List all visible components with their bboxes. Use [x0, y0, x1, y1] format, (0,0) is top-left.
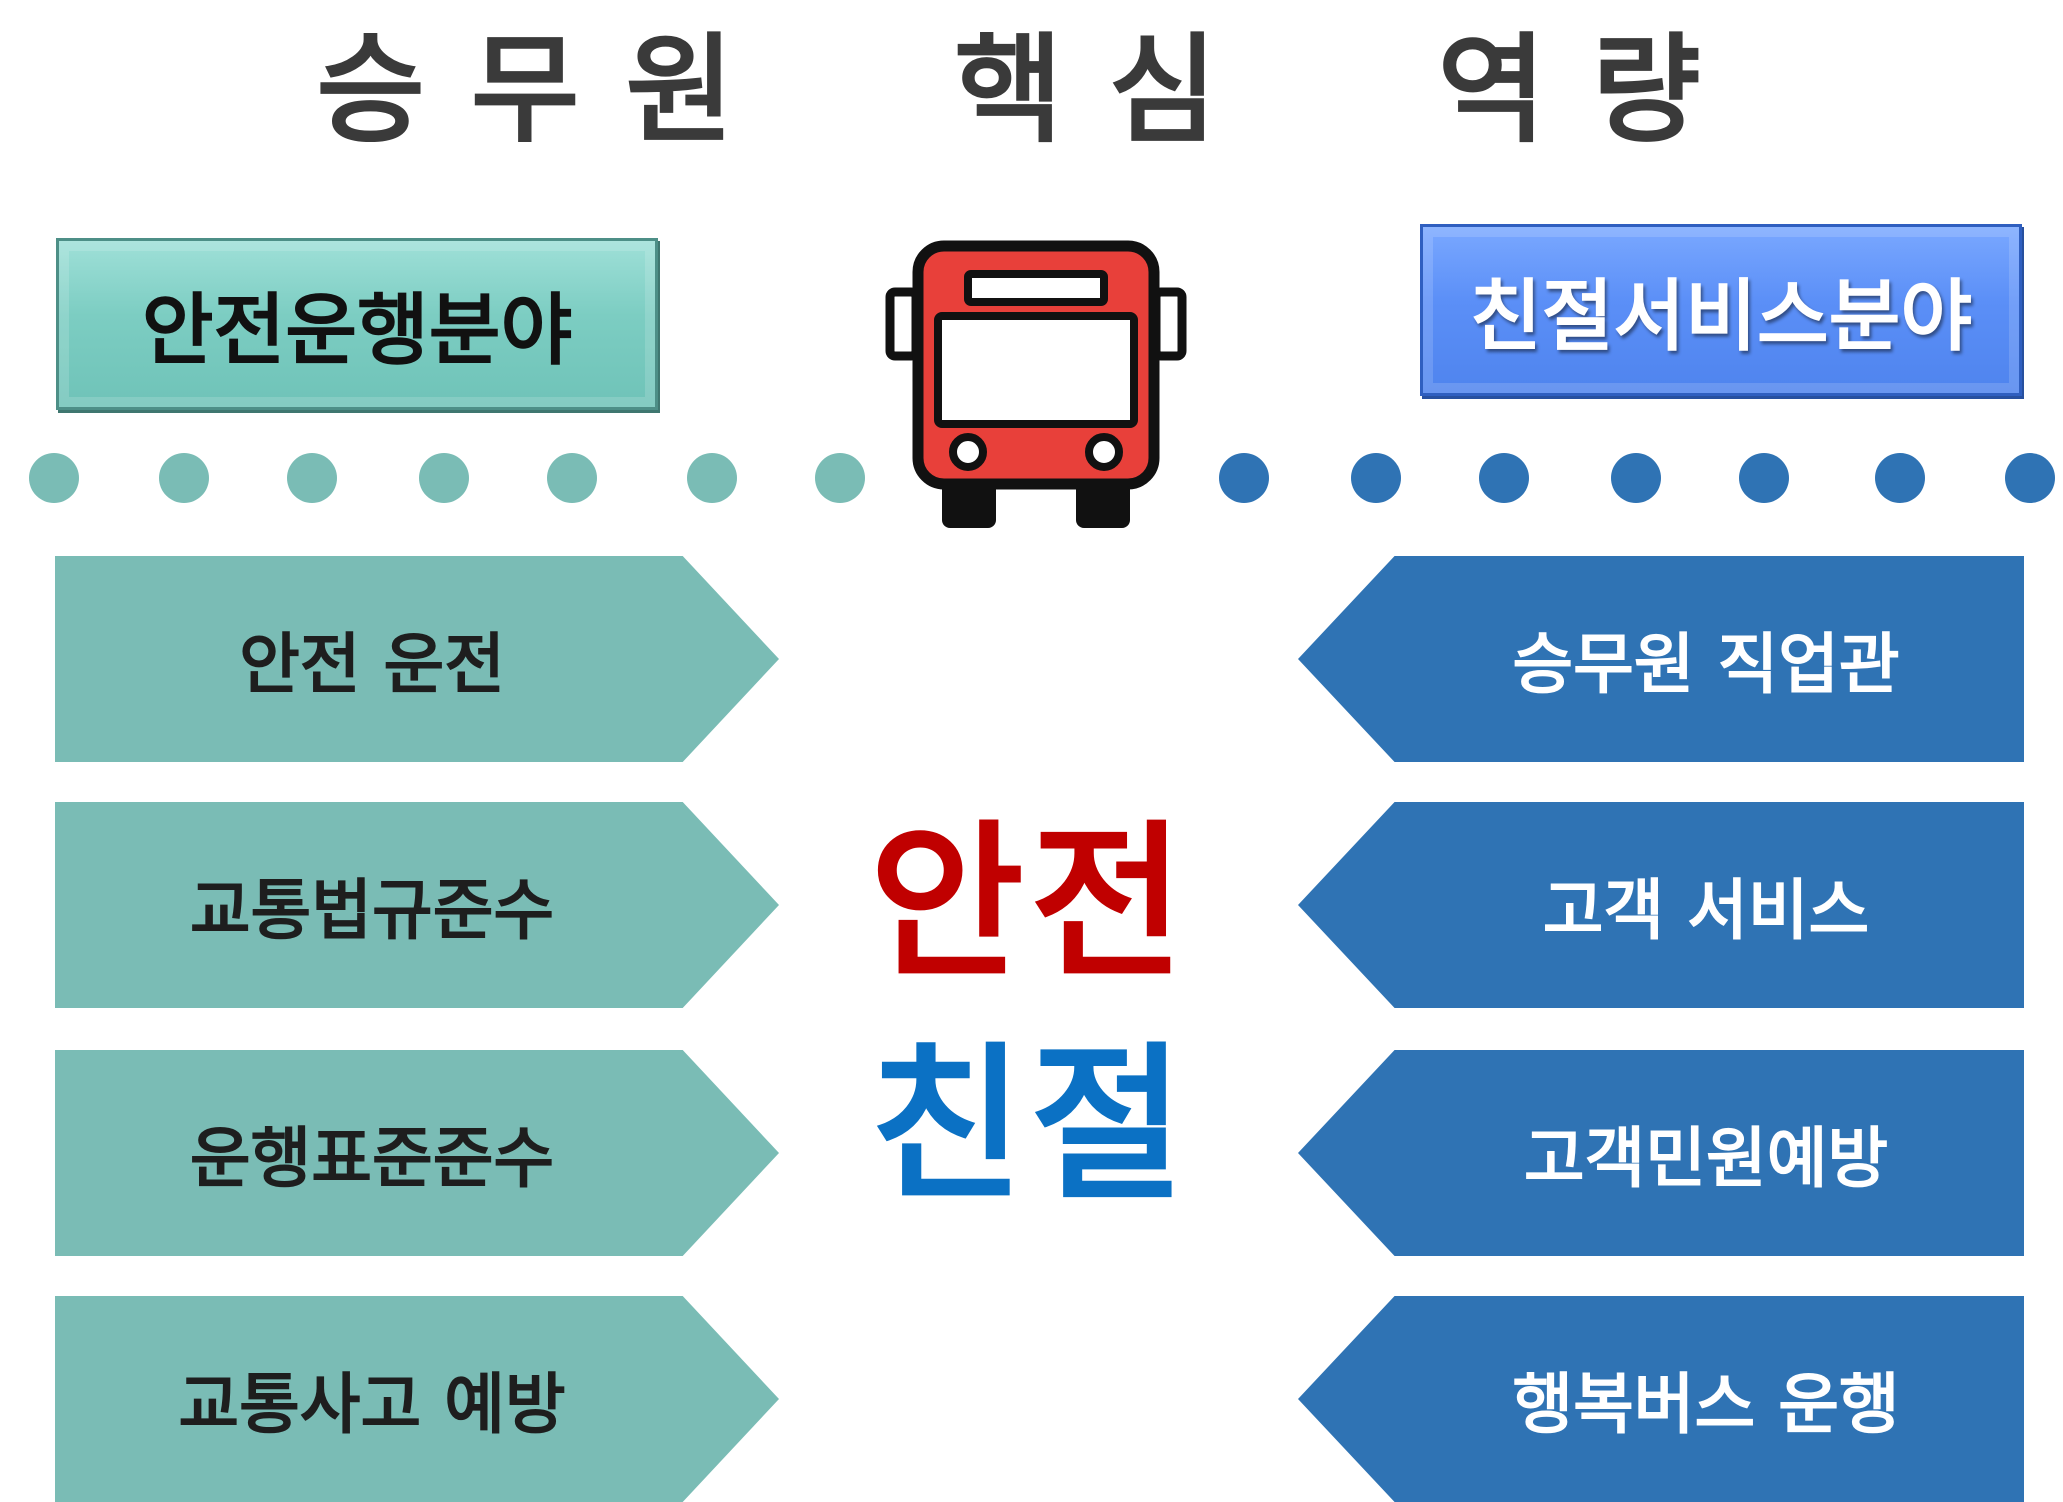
safety-item-label: 교통법규준수	[189, 872, 555, 949]
dot	[1875, 453, 1925, 503]
dot	[159, 453, 209, 503]
dot	[2005, 453, 2055, 503]
service-field-label: 친절서비스분야	[1469, 272, 1973, 362]
dot	[29, 453, 79, 503]
dot	[687, 453, 737, 503]
dot	[815, 453, 865, 503]
dot	[419, 453, 469, 503]
center-word-safety: 안전	[869, 805, 1191, 1001]
safety-item-2: 교통법규준수	[55, 802, 779, 1008]
safety-field-label: 안전운행분야	[141, 286, 573, 376]
dot	[547, 453, 597, 503]
center-word-kindness: 친절	[869, 1027, 1191, 1223]
service-item-label: 고객 서비스	[1542, 872, 1870, 949]
safety-item-label: 운행표준준수	[189, 1120, 555, 1197]
right-dots	[1219, 453, 2055, 503]
safety-item-3: 운행표준준수	[55, 1050, 779, 1256]
dot	[1739, 453, 1789, 503]
safety-item-label: 교통사고 예방	[178, 1366, 566, 1443]
service-item-4: 행복버스 운행	[1298, 1296, 2024, 1502]
safety-item-label: 안전 운전	[239, 626, 505, 703]
dot	[1219, 453, 1269, 503]
safety-item-1: 안전 운전	[55, 556, 779, 762]
left-dots	[29, 453, 865, 503]
service-item-label: 행복버스 운행	[1512, 1366, 1900, 1443]
service-item-label: 고객민원예방	[1523, 1120, 1889, 1197]
diagram-title: 승무원 핵심 역량	[316, 21, 1747, 159]
bus-icon	[885, 240, 1187, 528]
service-item-2: 고객 서비스	[1298, 802, 2024, 1008]
service-item-label: 승무원 직업관	[1512, 626, 1900, 703]
dot	[287, 453, 337, 503]
dot	[1351, 453, 1401, 503]
safety-item-4: 교통사고 예방	[55, 1296, 779, 1502]
safety-field-header: 안전운행분야	[56, 238, 658, 410]
service-field-header: 친절서비스분야	[1420, 224, 2022, 396]
dot	[1479, 453, 1529, 503]
service-item-3: 고객민원예방	[1298, 1050, 2024, 1256]
dot	[1611, 453, 1661, 503]
service-item-1: 승무원 직업관	[1298, 556, 2024, 762]
